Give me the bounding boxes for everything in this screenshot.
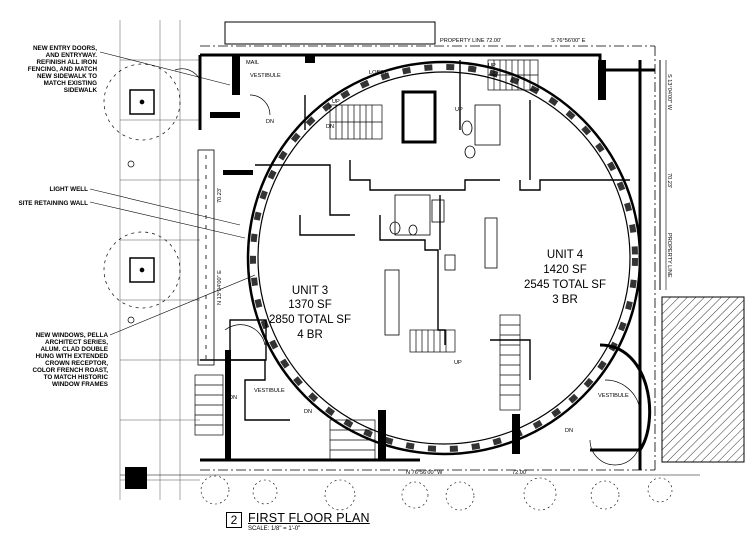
svg-text:UP: UP [332, 99, 340, 105]
floor-plan-drawing: NEW ENTRY DOORS, AND ENTRYWAY. REFINISH … [19, 20, 745, 511]
light-well [197, 149, 215, 366]
interior-walls [200, 60, 630, 421]
svg-text:SIDEWALK: SIDEWALK [64, 87, 98, 94]
room-lobby: LOBBY [369, 70, 388, 76]
right-vestibule-wall [590, 343, 652, 452]
svg-text:4 BR: 4 BR [297, 329, 323, 341]
site-grid [119, 20, 200, 500]
svg-text:3 BR: 3 BR [552, 294, 578, 306]
rotunda [246, 60, 642, 456]
svg-text:UNIT 4: UNIT 4 [547, 249, 584, 261]
bearing-top: S 76°56'00" E [551, 38, 586, 44]
room-vestibule-top: VESTIBULE [250, 73, 281, 79]
svg-text:1370 SF: 1370 SF [288, 299, 331, 311]
unit-3-label: UNIT 3 1370 SF 2850 TOTAL SF 4 BR [269, 285, 351, 341]
note-light-well: LIGHT WELL [50, 186, 89, 193]
dim-left: 70.23' [217, 188, 223, 203]
note-windows: NEW WINDOWS, PELLA ARCHITECT SERIES, ALU… [32, 332, 108, 388]
svg-text:WINDOW FRAMES: WINDOW FRAMES [52, 381, 108, 388]
svg-text:HUNG WITH EXTENDED: HUNG WITH EXTENDED [36, 353, 109, 360]
exterior-walls [198, 53, 655, 470]
svg-text:UP: UP [454, 360, 462, 366]
svg-text:2545 TOTAL SF: 2545 TOTAL SF [524, 279, 606, 291]
leader-lines [89, 51, 256, 336]
property-line-right: PROPERTY LINE [666, 233, 672, 278]
dim-bottom: 72.00' [512, 470, 527, 476]
trees [103, 63, 181, 324]
svg-text:MATCH EXISTING: MATCH EXISTING [44, 80, 98, 87]
svg-text:2850 TOTAL SF: 2850 TOTAL SF [269, 314, 351, 326]
svg-text:DN: DN [326, 124, 334, 130]
svg-text:CROWN RECEPTOR,: CROWN RECEPTOR, [45, 360, 108, 367]
room-vestibule-right: VESTIBULE [598, 393, 629, 399]
unit-4-label: UNIT 4 1420 SF 2545 TOTAL SF 3 BR [524, 249, 606, 306]
svg-text:NEW ENTRY DOORS,: NEW ENTRY DOORS, [33, 45, 97, 52]
property-lines [200, 45, 656, 471]
svg-text:DN: DN [304, 409, 312, 415]
bearing-bottom: N 76°56'00" W [406, 470, 443, 476]
svg-text:UNIT 3: UNIT 3 [292, 285, 328, 297]
svg-text:NEW WINDOWS, PELLA: NEW WINDOWS, PELLA [36, 332, 109, 339]
svg-text:DN: DN [266, 119, 274, 125]
bearing-left: N 13°04'00" E [217, 270, 223, 305]
fixtures [384, 104, 501, 336]
stairs [194, 59, 539, 461]
neighbor-building-right [661, 296, 745, 463]
drawing-scale: SCALE: 1/8" = 1'-0" [248, 526, 301, 532]
svg-text:DN: DN [565, 428, 573, 434]
drawing-number: 2 [226, 512, 242, 528]
svg-text:COLOR FRENCH ROAST,: COLOR FRENCH ROAST, [32, 367, 108, 374]
bearing-right: S 13°04'00" W [666, 74, 672, 111]
svg-text:ALUM. CLAD DOUBLE: ALUM. CLAD DOUBLE [40, 346, 108, 353]
dim-right: 70.23' [666, 173, 672, 188]
meter-box [125, 467, 147, 489]
svg-text:ARCHITECT SERIES,: ARCHITECT SERIES, [45, 339, 108, 346]
svg-text:NEW SIDEWALK TO: NEW SIDEWALK TO [37, 73, 97, 80]
stair-labels: UP DN UP UP DN UP DN DN DN [229, 63, 573, 434]
svg-text:AND ENTRYWAY.: AND ENTRYWAY. [46, 52, 98, 59]
svg-text:UP: UP [455, 107, 463, 113]
note-entry: NEW ENTRY DOORS, AND ENTRYWAY. REFINISH … [28, 45, 98, 94]
svg-text:FENCING, AND MATCH: FENCING, AND MATCH [28, 66, 98, 73]
wall-blocks [210, 55, 606, 460]
neighbor-building-top [224, 21, 436, 45]
svg-text:REFINISH ALL IRON: REFINISH ALL IRON [36, 59, 97, 66]
property-line-top: PROPERTY LINE 72.00' [440, 38, 501, 44]
room-vestibule-left: VESTIBULE [254, 388, 285, 394]
svg-text:DN: DN [229, 395, 237, 401]
svg-text:1420 SF: 1420 SF [543, 264, 586, 276]
svg-text:UP: UP [488, 63, 496, 69]
note-retaining-wall: SITE RETAINING WALL [19, 200, 89, 207]
drawing-title: FIRST FLOOR PLAN [248, 511, 370, 525]
svg-text:TO MATCH HISTORIC: TO MATCH HISTORIC [44, 374, 109, 381]
shrubs [200, 475, 673, 511]
room-mail: MAIL [246, 60, 259, 66]
